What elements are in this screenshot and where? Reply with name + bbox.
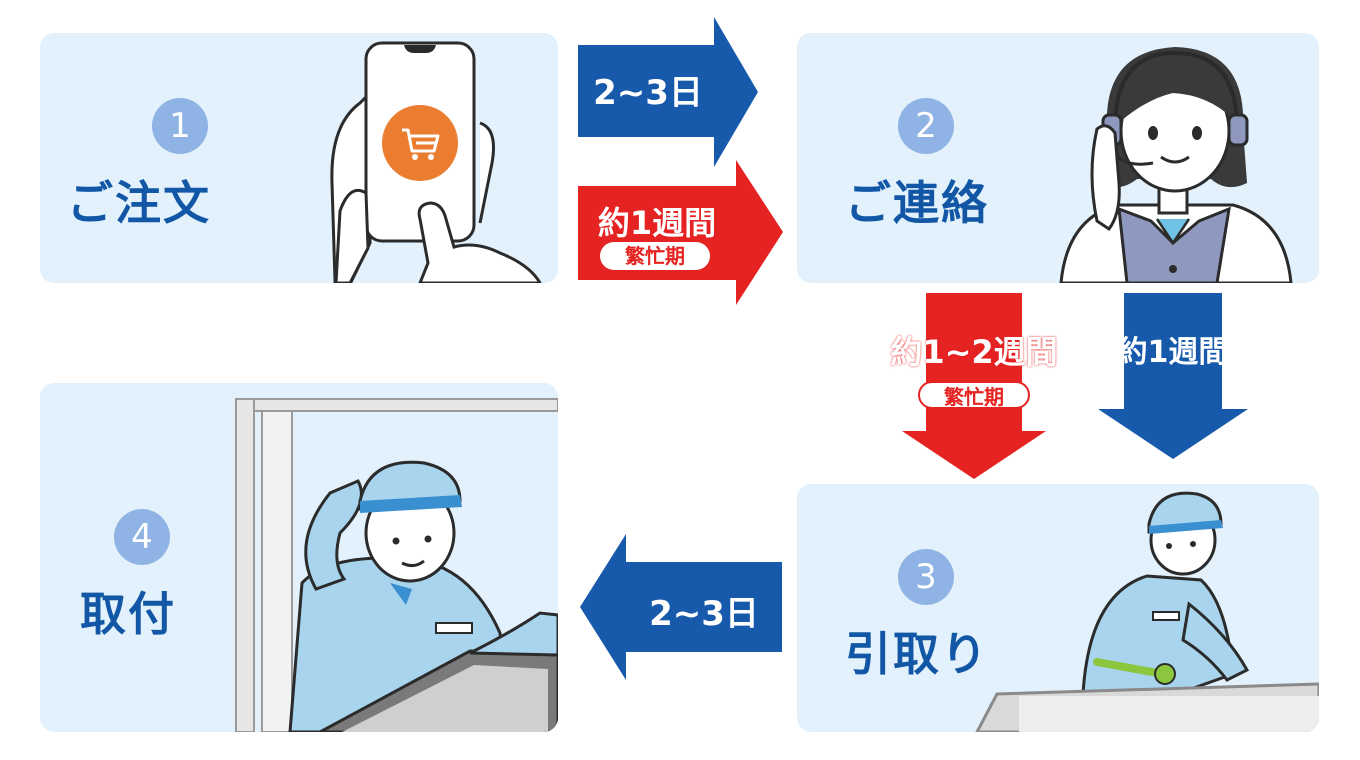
step-title: 取付 [80,587,176,641]
duration-label: 約1~2週間 [890,333,1058,371]
worker-removing-screen-illustration [975,491,1319,732]
step-card-pickup: 3 引取り [797,484,1319,732]
smartphone-hand-illustration [330,41,542,283]
step-card-contact: 2 ご連絡 [797,33,1319,283]
duration-label: 2~3日 [593,73,703,113]
arrow-order-to-contact-busy: 約1週間 繁忙期 [578,160,783,305]
duration-label: 2~3日 [649,594,759,634]
step-card-install: 4 取付 [40,383,558,732]
step-title: ご注文 [67,176,211,230]
step-title: 引取り [845,627,989,681]
step-title: ご連絡 [845,176,989,230]
step-card-order: 1 ご注文 [40,33,558,283]
shopping-cart-icon [402,128,440,153]
duration-label: 約1週間 [597,204,717,242]
arrow-pickup-to-install: 2~3日 [580,534,782,680]
duration-label: 約1週間 [1117,335,1229,370]
operator-woman-illustration [1059,47,1293,283]
arrow-contact-to-pickup-normal: 約1週間 [1098,293,1248,459]
busy-season-tag: 繁忙期 [600,242,710,270]
step-number-badge: 1 [152,98,208,154]
busy-season-tag: 繁忙期 [918,381,1030,409]
step-number-badge: 2 [898,98,954,154]
worker-installing-screen-illustration [235,398,558,732]
headset-icon [1113,50,1239,130]
step-number-badge: 3 [898,549,954,605]
step-number-badge: 4 [114,509,170,565]
arrow-contact-to-pickup-busy: 約1~2週間 繁忙期 [876,293,1072,479]
arrow-order-to-contact-normal: 2~3日 [578,17,758,167]
